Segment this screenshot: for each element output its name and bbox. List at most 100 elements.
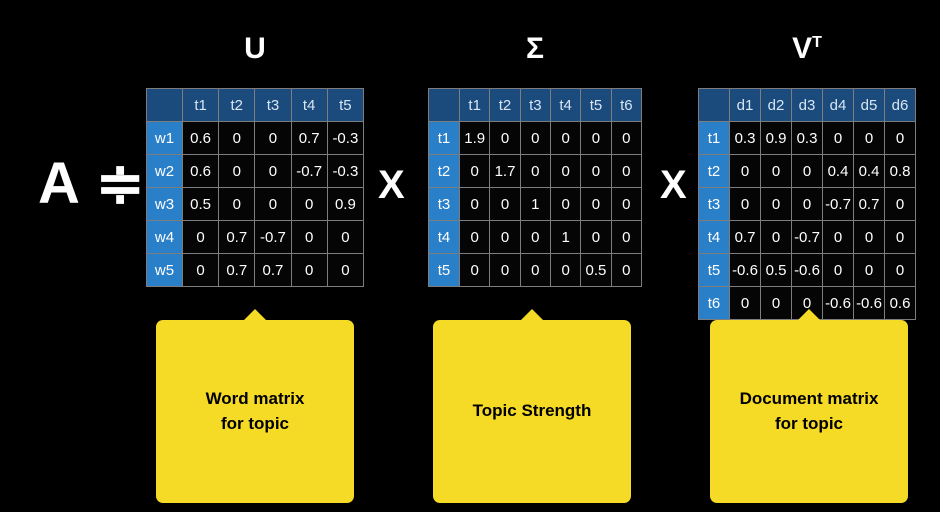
matrix-cell-t3-t4: 0 <box>549 187 582 221</box>
matrix-cell-t1-d5: 0 <box>853 121 885 155</box>
matrix-col-header-d3: d3 <box>791 88 823 122</box>
matrix-a-label: A <box>38 151 82 216</box>
matrix-corner-cell <box>428 88 460 122</box>
multiply-icon-1: X <box>378 163 405 207</box>
matrix-cell-w2-t1: 0.6 <box>181 154 220 188</box>
matrix-cell-t3-d3: 0 <box>791 187 823 221</box>
matrix-row-label-t3: t3 <box>428 187 460 221</box>
matrix-cell-t3-d5: 0.7 <box>853 187 885 221</box>
matrix-cell-t1-d2: 0.9 <box>760 121 792 155</box>
matrix-col-header-t5: t5 <box>580 88 612 122</box>
matrix-cell-t2-t1: 0 <box>458 154 491 188</box>
matrix-cell-t2-t5: 0 <box>580 154 612 188</box>
callout-pointer-topic-strength <box>520 309 544 321</box>
matrix-row-label-t1: t1 <box>698 121 730 155</box>
matrix-cell-w5-t3: 0.7 <box>254 253 292 287</box>
matrix-cell-t5-t2: 0 <box>489 253 521 287</box>
matrix-cell-t2-d5: 0.4 <box>853 154 885 188</box>
matrix-cell-t2-t6: 0 <box>610 154 643 188</box>
matrix-row-label-t1: t1 <box>428 121 460 155</box>
matrix-col-header-t1: t1 <box>458 88 491 122</box>
matrix-col-header-d5: d5 <box>853 88 885 122</box>
matrix-row-label-w4: w4 <box>146 220 183 254</box>
callout-word-matrix: Word matrix for topic <box>156 309 354 503</box>
callout-topic-strength-text: Topic Strength <box>472 401 592 421</box>
matrix-cell-w2-t5: -0.3 <box>326 154 365 188</box>
matrix-cell-t4-d2: 0 <box>760 220 792 254</box>
callout-topic-strength: Topic Strength <box>433 309 631 503</box>
matrix-title-u-text: U <box>244 32 266 65</box>
matrix-cell-w3-t1: 0.5 <box>181 187 220 221</box>
matrix-cell-t6-d6: 0.6 <box>884 286 916 320</box>
matrix-row-label-w3: w3 <box>146 187 183 221</box>
matrix-col-header-d1: d1 <box>729 88 761 122</box>
matrix-cell-t2-t4: 0 <box>549 154 582 188</box>
matrix-cell-t5-d3: -0.6 <box>791 253 823 287</box>
matrix-cell-t3-t6: 0 <box>610 187 643 221</box>
callout-word-matrix-text: Word matrix for topic <box>205 388 305 433</box>
matrix-cell-w4-t1: 0 <box>181 220 220 254</box>
matrix-cell-t1-t5: 0 <box>580 121 612 155</box>
matrix-cell-t4-t4: 1 <box>549 220 582 254</box>
matrix-cell-t2-d3: 0 <box>791 154 823 188</box>
matrix-cell-w5-t2: 0.7 <box>218 253 256 287</box>
matrix-cell-t4-t6: 0 <box>610 220 643 254</box>
matrix-row-label-w1: w1 <box>146 121 183 155</box>
matrix-cell-w3-t3: 0 <box>254 187 292 221</box>
matrix-cell-t3-t2: 0 <box>489 187 521 221</box>
matrix-title-sigma-text: Σ <box>525 32 544 65</box>
matrix-cell-w3-t2: 0 <box>218 187 256 221</box>
matrix-a-relation: A≑ <box>38 155 147 213</box>
matrix-title-vt-text: V <box>792 32 813 65</box>
matrix-cell-w5-t5: 0 <box>326 253 365 287</box>
matrix-cell-t4-t2: 0 <box>489 220 521 254</box>
callout-document-matrix-text: Document matrix for topic <box>739 388 879 433</box>
matrix-col-header-t6: t6 <box>610 88 643 122</box>
matrix-cell-t4-t1: 0 <box>458 220 491 254</box>
matrix-col-header-t4: t4 <box>549 88 582 122</box>
matrix-cell-t4-d4: 0 <box>822 220 854 254</box>
callout-pointer-word-matrix <box>243 309 267 321</box>
matrix-cell-t2-t2: 1.7 <box>489 154 521 188</box>
matrix-cell-t3-t1: 0 <box>458 187 491 221</box>
matrix-col-header-t2: t2 <box>218 88 256 122</box>
matrix-cell-t5-t1: 0 <box>458 253 491 287</box>
approx-equal-icon: ≑ <box>95 151 147 216</box>
matrix-cell-t5-d5: 0 <box>853 253 885 287</box>
matrix-col-header-d6: d6 <box>884 88 916 122</box>
matrix-cell-t2-d1: 0 <box>729 154 761 188</box>
matrix-cell-w1-t4: 0.7 <box>290 121 328 155</box>
matrix-cell-t5-d6: 0 <box>884 253 916 287</box>
matrix-cell-t4-d3: -0.7 <box>791 220 823 254</box>
matrix-cell-t4-d1: 0.7 <box>729 220 761 254</box>
matrix-cell-w5-t4: 0 <box>290 253 328 287</box>
multiply-icon-2: X <box>660 163 687 207</box>
matrix-cell-w1-t1: 0.6 <box>181 121 220 155</box>
matrix-cell-t5-t5: 0.5 <box>580 253 612 287</box>
matrix-cell-t3-d4: -0.7 <box>822 187 854 221</box>
matrix-cell-w4-t4: 0 <box>290 220 328 254</box>
matrix-col-header-d2: d2 <box>760 88 792 122</box>
matrix-cell-t4-d5: 0 <box>853 220 885 254</box>
matrix-cell-t5-d2: 0.5 <box>760 253 792 287</box>
matrix-row-label-t5: t5 <box>698 253 730 287</box>
matrix-cell-t6-d4: -0.6 <box>822 286 854 320</box>
callout-document-matrix: Document matrix for topic <box>710 309 908 503</box>
matrix-cell-w3-t5: 0.9 <box>326 187 365 221</box>
matrix-cell-t5-t6: 0 <box>610 253 643 287</box>
matrix-cell-t1-d3: 0.3 <box>791 121 823 155</box>
